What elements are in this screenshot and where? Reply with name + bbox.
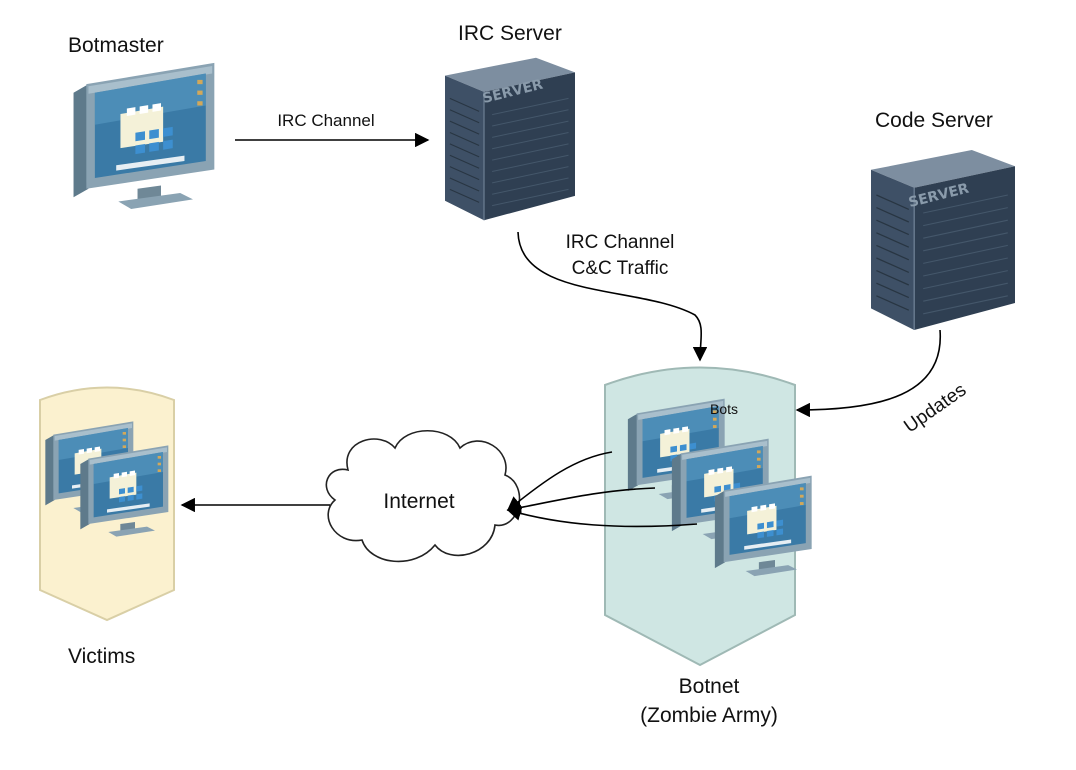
bots-label: Bots xyxy=(710,401,738,417)
edge-irc-channel-label: IRC Channel xyxy=(277,111,374,130)
edge-bot2-to-internet xyxy=(506,487,656,515)
edge-irc-to-botnet xyxy=(517,231,708,362)
botmaster-node xyxy=(73,62,215,209)
edge-bot3-to-internet xyxy=(506,506,698,528)
code-server-icon xyxy=(870,150,1016,330)
victims-container xyxy=(39,386,175,622)
internet-label: Internet xyxy=(383,490,454,513)
botnet-sublabel: (Zombie Army) xyxy=(640,704,778,727)
code-server-label: Code Server xyxy=(875,109,993,132)
botnet-label: Botnet xyxy=(679,675,740,698)
irc-server-label: IRC Server xyxy=(458,22,562,45)
botnet-container xyxy=(604,366,812,667)
internet-cloud-icon xyxy=(325,429,521,563)
edge-updates-label: Updates xyxy=(900,380,970,438)
edge-bot1-to-internet xyxy=(506,451,613,511)
irc-server-node: SERVER xyxy=(445,57,575,221)
botmaster-label: Botmaster xyxy=(68,34,164,57)
botmaster-monitor-icon xyxy=(73,62,215,209)
edge-cc-label-2: C&C Traffic xyxy=(572,258,669,279)
edge-cc-label-1: IRC Channel xyxy=(566,232,675,253)
irc-server-icon xyxy=(445,57,575,221)
victims-label: Victims xyxy=(68,645,135,668)
code-server-node: SERVER xyxy=(870,150,1016,330)
edge-code-to-botnet xyxy=(795,329,941,418)
